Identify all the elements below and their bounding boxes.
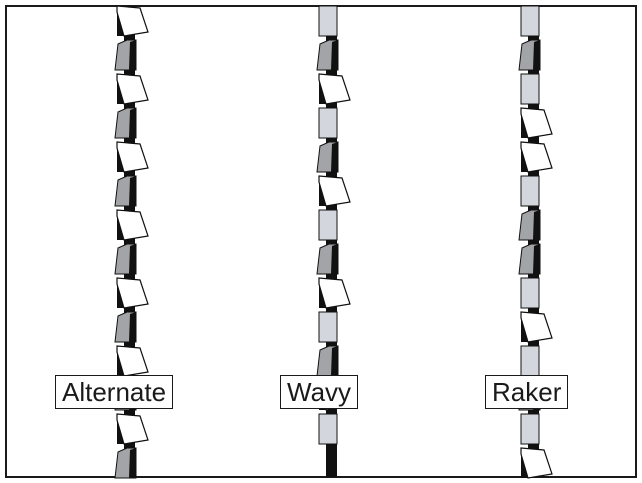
straight-tooth — [520, 73, 540, 105]
blade-spine — [124, 6, 135, 477]
saw-blades — [114, 5, 553, 479]
straight-tooth — [520, 175, 540, 207]
label-alternate: Alternate — [55, 375, 174, 409]
left-set-tooth-shadow — [129, 108, 136, 138]
right-set-tooth — [116, 345, 149, 377]
straight-tooth — [520, 345, 540, 377]
right-set-tooth — [520, 447, 553, 479]
straight-tooth — [520, 413, 540, 445]
right-set-tooth — [116, 5, 149, 37]
right-set-tooth — [520, 107, 553, 139]
right-set-tooth — [116, 413, 149, 445]
straight-tooth — [318, 107, 338, 139]
straight-tooth — [318, 311, 338, 343]
straight-tooth — [520, 277, 540, 309]
left-set-tooth-shadow — [129, 244, 136, 274]
straight-tooth — [318, 5, 338, 37]
left-set-tooth-shadow — [533, 40, 540, 70]
left-set-tooth-shadow — [533, 244, 540, 274]
right-set-tooth — [318, 73, 351, 105]
left-set-tooth-shadow — [331, 244, 338, 274]
left-set-tooth-shadow — [129, 448, 136, 478]
right-set-tooth — [116, 73, 149, 105]
right-set-tooth — [116, 209, 149, 241]
left-set-tooth-shadow — [129, 40, 136, 70]
left-set-tooth-shadow — [331, 142, 338, 172]
blade-spine — [528, 6, 539, 477]
right-set-tooth — [520, 141, 553, 173]
right-set-tooth — [116, 277, 149, 309]
straight-tooth — [318, 413, 338, 445]
label-wavy: Wavy — [280, 375, 359, 409]
left-set-tooth-shadow — [331, 40, 338, 70]
left-set-tooth-shadow — [331, 346, 338, 376]
right-set-tooth — [520, 311, 553, 343]
left-set-tooth-shadow — [129, 312, 136, 342]
right-set-tooth — [318, 277, 351, 309]
straight-tooth — [520, 5, 540, 37]
label-raker: Raker — [485, 375, 569, 409]
right-set-tooth — [116, 141, 149, 173]
blade-spine — [326, 6, 337, 477]
straight-tooth — [318, 209, 338, 241]
right-set-tooth — [318, 175, 351, 207]
left-set-tooth-shadow — [129, 176, 136, 206]
left-set-tooth-shadow — [533, 210, 540, 240]
